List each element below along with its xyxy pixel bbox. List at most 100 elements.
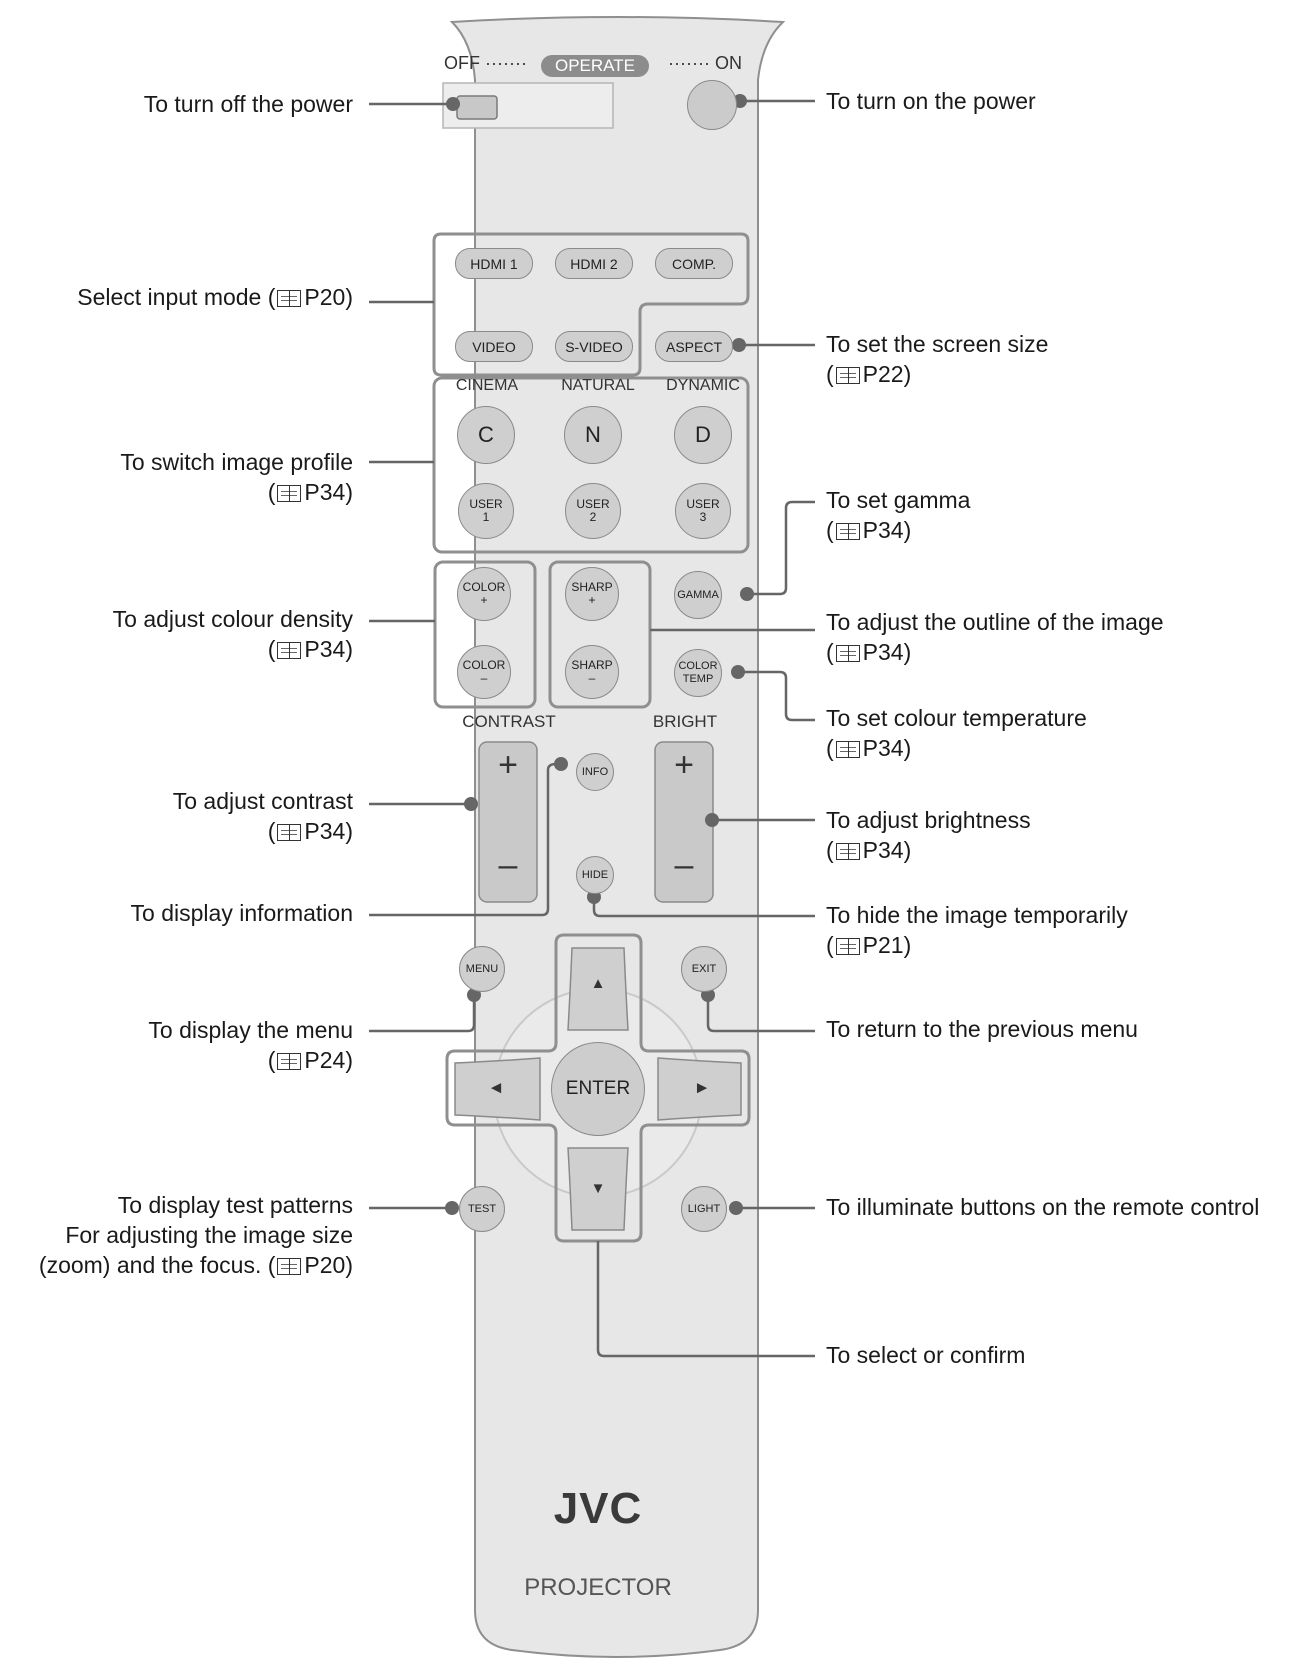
power-on-label: ······· ON (668, 53, 742, 73)
leader-gamma (747, 500, 815, 596)
s-video-button[interactable]: S-VIDEO (555, 331, 633, 362)
natural-button[interactable]: N (564, 406, 622, 464)
color-temp-button[interactable]: COLOR TEMP (674, 649, 722, 697)
manual-book-icon (277, 1258, 302, 1275)
callout-profile: To switch image profile (P34) (120, 449, 353, 505)
manual-book-icon (277, 824, 302, 841)
callout-power-on: To turn on the power (826, 88, 1036, 114)
callout-brightness: To adjust brightness (P34) (826, 807, 1031, 863)
natural-label: NATURAL (561, 377, 635, 394)
hdmi1-button[interactable]: HDMI 1 (455, 248, 533, 279)
hdmi2-button[interactable]: HDMI 2 (555, 248, 633, 279)
callout-select: To select or confirm (826, 1342, 1026, 1368)
power-on-button[interactable] (687, 80, 737, 130)
color-plus-button[interactable]: COLOR + (457, 567, 511, 621)
dot-info (554, 757, 568, 771)
sharp-minus-button[interactable]: SHARP – (565, 645, 619, 699)
cinema-button[interactable]: C (457, 406, 515, 464)
info-button[interactable]: INFO (576, 753, 614, 791)
down-arrow-icon: ▼ (590, 1180, 606, 1197)
test-button[interactable]: TEST (459, 1186, 505, 1232)
bright-plus[interactable]: + (674, 746, 694, 784)
callout-hide: To hide the image temporarily (P21) (826, 902, 1128, 958)
manual-book-icon (277, 642, 302, 659)
contrast-plus[interactable]: + (498, 746, 518, 784)
manual-book-icon (835, 938, 860, 955)
leader-exit (706, 995, 815, 1033)
contrast-label: CONTRAST (462, 712, 556, 731)
callout-contrast: To adjust contrast (P34) (172, 788, 353, 844)
callout-info: To display information (130, 900, 353, 926)
dot-colour-temp (731, 665, 745, 679)
leader-hide (592, 897, 815, 918)
contrast-minus[interactable]: – (498, 846, 518, 884)
callout-menu: To display the menu (P24) (148, 1017, 353, 1073)
aspect-button[interactable]: ASPECT (655, 331, 733, 362)
callout-colour-density: To adjust colour density (P34) (112, 606, 353, 662)
right-arrow-button[interactable] (657, 1057, 742, 1121)
leader-lines (369, 99, 815, 1358)
leader-select (596, 1241, 815, 1358)
callout-power-off: To turn off the power (143, 91, 353, 117)
operate-label: OPERATE (555, 56, 635, 75)
manual-book-icon (835, 843, 860, 860)
dot-light (729, 1201, 743, 1215)
dynamic-button[interactable]: D (674, 406, 732, 464)
right-arrow-icon: ► (693, 1078, 711, 1097)
dot-aspect (732, 338, 746, 352)
color-minus-button[interactable]: COLOR – (457, 645, 511, 699)
callout-exit: To return to the previous menu (826, 1016, 1138, 1042)
callout-light: To illuminate buttons on the remote cont… (826, 1194, 1260, 1220)
operate-badge (541, 55, 649, 77)
manual-book-icon (835, 741, 860, 758)
callout-outline: To adjust the outline of the image (P34) (826, 609, 1164, 665)
dot-power-off (446, 97, 460, 111)
dot-test (445, 1201, 459, 1215)
dot-contrast (464, 797, 478, 811)
bright-minus[interactable]: – (674, 846, 694, 884)
user1-button[interactable]: USER 1 (458, 483, 514, 539)
profile-group-outline (432, 376, 750, 554)
power-off-label: OFF ······· (444, 53, 527, 73)
dot-gamma (740, 587, 754, 601)
callout-test: To display test patterns For adjusting t… (38, 1192, 353, 1278)
leader-colour-temp (738, 670, 815, 722)
user3-button[interactable]: USER 3 (675, 483, 731, 539)
manual-book-icon (277, 485, 302, 502)
manual-book-icon (835, 523, 860, 540)
dot-brightness (705, 813, 719, 827)
leader-menu (369, 995, 476, 1033)
power-off-switch[interactable] (456, 95, 498, 120)
callout-aspect: To set the screen size (P22) (826, 331, 1049, 387)
contrast-rocker[interactable] (478, 741, 538, 903)
sharp-plus-button[interactable]: SHARP + (565, 567, 619, 621)
callout-colour-temp: To set colour temperature (P34) (826, 705, 1087, 761)
manual-book-icon (277, 290, 302, 307)
manual-book-icon (835, 367, 860, 384)
sharp-group-outline (548, 560, 652, 709)
up-arrow-icon: ▲ (590, 975, 606, 992)
hide-button[interactable]: HIDE (576, 856, 614, 894)
menu-button[interactable]: MENU (459, 946, 505, 992)
dynamic-label: DYNAMIC (666, 377, 740, 394)
navigation-group-outline (445, 933, 751, 1243)
exit-button[interactable]: EXIT (681, 946, 727, 992)
video-button[interactable]: VIDEO (455, 331, 533, 362)
light-button[interactable]: LIGHT (681, 1186, 727, 1232)
input-group-outline (432, 232, 750, 377)
gamma-button[interactable]: GAMMA (674, 571, 722, 619)
down-arrow-button[interactable] (567, 1147, 629, 1231)
leader-info (369, 762, 561, 917)
callout-gamma: To set gamma (P34) (826, 487, 971, 543)
left-arrow-button[interactable] (454, 1057, 541, 1121)
callout-input: Select input mode (P20) (77, 284, 353, 310)
user2-button[interactable]: USER 2 (565, 483, 621, 539)
bright-label: BRIGHT (652, 712, 718, 731)
jvc-logo: JVC (553, 1484, 643, 1533)
manual-book-icon (277, 1053, 302, 1070)
comp-button[interactable]: COMP. (655, 248, 733, 279)
projector-label: PROJECTOR (524, 1574, 672, 1601)
up-arrow-button[interactable] (567, 947, 629, 1031)
enter-button[interactable]: ENTER (551, 1042, 645, 1136)
color-group-outline (433, 560, 537, 709)
